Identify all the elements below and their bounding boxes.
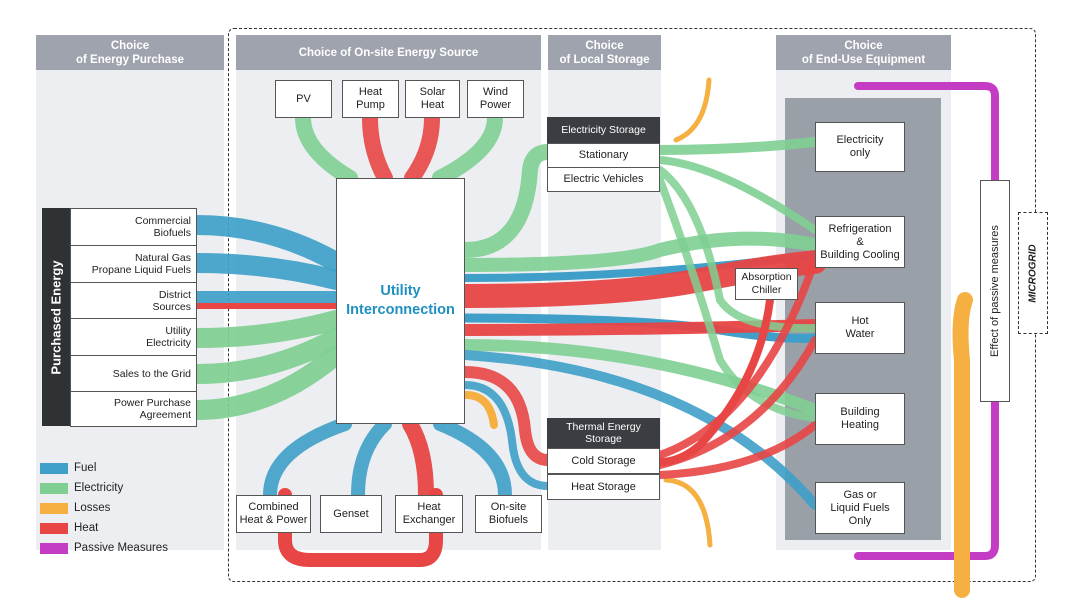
flow-to-electricity-storage: [457, 144, 556, 258]
thermal-storage-title: Thermal Energy Storage: [547, 418, 660, 448]
flow-natural-gas: [187, 253, 346, 290]
losses-flow: [952, 292, 973, 598]
flow-chp-fuel: [263, 417, 352, 502]
source-onsite-biofuels: On-site Biofuels: [475, 495, 542, 533]
pe-district-sources: District Sources: [70, 282, 197, 319]
storage-cold: Cold Storage: [547, 448, 660, 474]
flow-thermal-to-refrigeration: [656, 256, 819, 459]
enduse-refrigeration-cooling: Refrigeration & Building Cooling: [815, 216, 905, 268]
electricity-storage-title: Electricity Storage: [547, 117, 660, 143]
pe-commercial-biofuels: Commercial Biofuels: [70, 208, 197, 246]
legend-swatch-electricity: [40, 482, 68, 494]
legend-heat: Heat: [40, 520, 98, 536]
flow-fuel-to-gas: [460, 350, 820, 510]
losses-flow-utility: [462, 391, 498, 429]
flow-chp-heat: [278, 488, 443, 567]
flow-genset: [351, 417, 392, 502]
legend-swatch-losses: [40, 502, 68, 514]
source-combined-heat-power: Combined Heat & Power: [236, 495, 311, 533]
header-onsite-source: Choice of On-site Energy Source: [236, 35, 541, 70]
legend-swatch-fuel: [40, 462, 68, 474]
enduse-electricity-only: Electricity only: [815, 122, 905, 172]
source-solar-heat: Solar Heat: [405, 80, 460, 118]
header-energy-purchase: Choice of Energy Purchase: [36, 35, 224, 70]
legend-electricity: Electricity: [40, 480, 123, 496]
flow-storage-to-heating: [656, 176, 819, 422]
legend-swatch-passive: [40, 542, 68, 554]
flow-heat-pump: [362, 110, 393, 186]
legend-passive: Passive Measures: [40, 540, 168, 556]
flow-heat-to-thermal: [459, 366, 554, 466]
legend-swatch-heat: [40, 522, 68, 534]
source-heat-exchanger: Heat Exchanger: [395, 495, 463, 533]
pe-natural-gas: Natural Gas Propane Liquid Fuels: [70, 245, 197, 283]
pe-utility-electricity: Utility Electricity: [70, 318, 197, 356]
passive-measures-label: Effect of passive measures: [980, 180, 1010, 402]
flow-thermal-to-hot-water: [656, 336, 819, 469]
flow-heat-exchanger: [402, 416, 434, 503]
legend-label: Fuel: [74, 462, 97, 474]
flow-sales-grid: [187, 328, 346, 384]
legend-label: Electricity: [74, 482, 124, 494]
utility-interconnection: Utility Interconnection: [336, 178, 465, 424]
storage-electric-vehicles: Electric Vehicles: [547, 167, 660, 192]
enduse-building-heating: Building Heating: [815, 393, 905, 445]
flow-wind: [432, 110, 503, 186]
flow-ppa: [187, 345, 346, 420]
absorption-chiller: Absorption Chiller: [735, 268, 798, 300]
source-heat-pump: Heat Pump: [342, 80, 399, 118]
legend-label: Heat: [74, 522, 99, 534]
storage-stationary: Stationary: [547, 143, 660, 168]
legend-fuel: Fuel: [40, 460, 96, 476]
flow-solar-heat: [404, 110, 440, 186]
storage-heat: Heat Storage: [547, 474, 660, 500]
header-end-use: Choice of End-Use Equipment: [776, 35, 951, 70]
enduse-gas-liquid-fuels: Gas or Liquid Fuels Only: [815, 482, 905, 534]
flow-fuel-to-thermal: [461, 381, 552, 490]
pe-sales-to-grid: Sales to the Grid: [70, 355, 197, 392]
microgrid-label: MICROGRID: [1018, 212, 1048, 334]
flow-storage-to-electricity: [655, 137, 820, 155]
header-local-storage: Choice of Local Storage: [548, 35, 661, 70]
enduse-hot-water: Hot Water: [815, 302, 905, 354]
flow-electricity-to-heating: [459, 339, 821, 416]
flow-storage-to-hot-water: [656, 166, 819, 333]
legend-label: Passive Measures: [74, 542, 168, 554]
source-wind-power: Wind Power: [467, 80, 524, 118]
losses-flow-storage-top: [673, 77, 712, 143]
pe-power-purchase: Power Purchase Agreement: [70, 391, 197, 427]
flow-onsite-biofuels: [433, 417, 512, 502]
purchased-energy-title: Purchased Energy: [42, 208, 70, 426]
flow-utility-electricity: [187, 310, 346, 348]
flow-biofuels: [187, 215, 346, 272]
flow-heat-main: [453, 250, 827, 308]
flow-thermal-to-heating: [656, 421, 819, 479]
flow-storage-to-refrigeration: [656, 156, 819, 234]
flow-electricity-main: [458, 231, 822, 272]
legend-label: Losses: [74, 502, 111, 514]
source-genset: Genset: [320, 495, 382, 533]
source-pv: PV: [275, 80, 332, 118]
flow-pv: [295, 110, 358, 186]
legend-losses: Losses: [40, 500, 110, 516]
losses-flow-storage-bottom: [663, 477, 713, 548]
